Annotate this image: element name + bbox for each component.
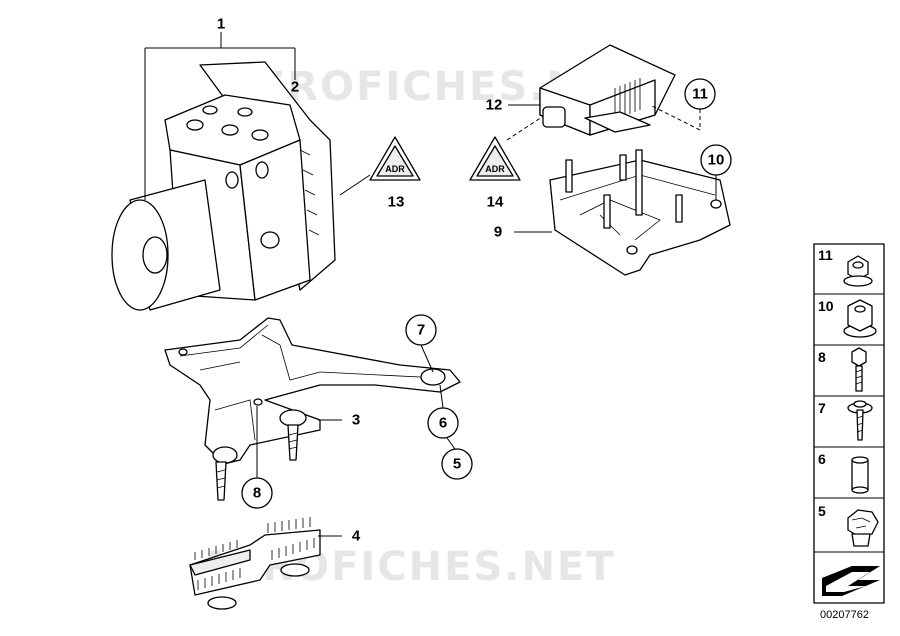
svg-text:ADR: ADR (385, 164, 405, 174)
callout-4: 4 (352, 528, 361, 545)
hex-nut-flange-icon (843, 255, 873, 287)
washer-screw-icon (847, 400, 873, 441)
callout-2: 2 (291, 79, 299, 96)
callout-8: 8 (253, 485, 261, 502)
leader-11 (649, 104, 701, 131)
warning-label-13: ADR (369, 136, 421, 181)
leader-1 (144, 32, 296, 200)
leader-6 (439, 384, 444, 409)
callout-7: 7 (417, 322, 425, 339)
leader-5 (446, 437, 456, 450)
callout-6: 6 (439, 415, 447, 432)
callout-11: 11 (692, 86, 708, 103)
side-label-5: 5 (818, 503, 826, 519)
leader-7 (420, 344, 434, 373)
callout-10: 10 (708, 152, 725, 169)
leader-14 (506, 114, 546, 141)
bushing-icon (851, 456, 869, 494)
document-number: 00207762 (820, 609, 869, 621)
side-label-6: 6 (818, 451, 826, 467)
callout-5-circle (441, 448, 473, 480)
yaw-rate-sensor (539, 44, 676, 136)
callout-5: 5 (453, 456, 461, 473)
callout-9: 9 (494, 224, 502, 241)
side-panel-frame (813, 243, 885, 604)
warning-label-14: ADR (469, 136, 521, 181)
sensor-bracket (549, 149, 731, 276)
hardware-side-panel: 11 10 8 7 6 (813, 243, 885, 604)
rubber-mount-icon (847, 509, 879, 547)
abs-mounting-bracket (164, 317, 461, 501)
callout-14: 14 (487, 194, 504, 211)
side-label-8: 8 (818, 349, 826, 365)
abs-hydraulic-unit (111, 61, 336, 311)
callout-3: 3 (352, 412, 360, 429)
hex-nut-icon (843, 299, 877, 338)
callout-1: 1 (217, 16, 225, 33)
side-label-7: 7 (818, 400, 826, 416)
hex-bolt-icon (851, 347, 867, 392)
callout-13: 13 (388, 194, 405, 211)
damper-pad (189, 517, 321, 610)
direction-arrow-icon (822, 566, 880, 596)
svg-text:ADR: ADR (485, 164, 505, 174)
callout-12: 12 (486, 97, 503, 114)
side-label-11: 11 (818, 247, 833, 263)
side-label-10: 10 (818, 298, 834, 314)
leader-13 (339, 174, 371, 196)
